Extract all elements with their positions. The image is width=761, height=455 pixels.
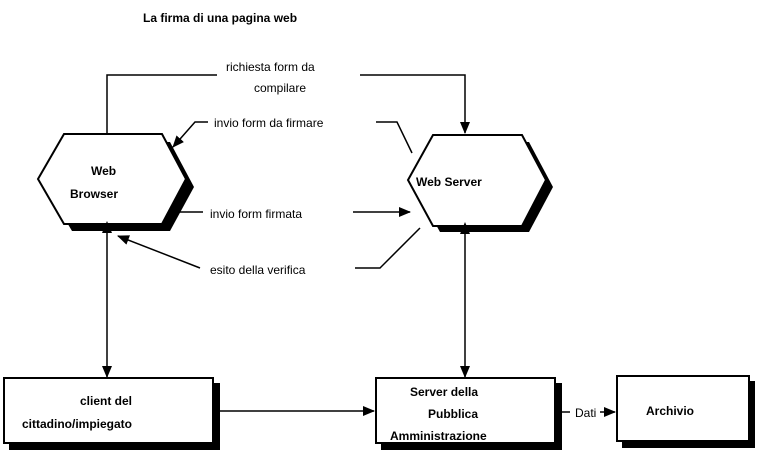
archivio-node: Archivio [616, 375, 755, 448]
edge-invio-form-firmare-label: invio form da firmare [214, 116, 324, 130]
web-server-node: Web Server [406, 134, 553, 232]
web-browser-label-line1: Web [91, 164, 116, 178]
edge-dati-label: Dati [575, 406, 596, 420]
edge-richiesta: richiesta form da compilare [106, 60, 470, 134]
pa-server-label-line1: Server della [410, 385, 478, 399]
edge-invio-form-firmata: invio form firmata [173, 207, 411, 221]
edge-invio-form-firmata-label: invio form firmata [210, 207, 302, 221]
web-browser-node: Web Browser [36, 133, 194, 231]
client-label-line2: cittadino/impiegato [22, 417, 132, 431]
edge-richiesta-label-line2: compilare [254, 81, 306, 95]
edge-richiesta-label-line1: richiesta form da [226, 60, 315, 74]
edge-esito-verifica-label: esito della verifica [210, 263, 306, 277]
edge-invio-form-firmare: invio form da firmare [172, 116, 413, 154]
edge-dati: Dati [562, 406, 616, 420]
client-label-line1: client del [80, 394, 132, 408]
archivio-label: Archivio [646, 404, 694, 418]
web-server-label: Web Server [416, 175, 482, 189]
edge-esito-verifica: esito della verifica [117, 227, 421, 277]
pa-server-node: Server della Pubblica Amministrazione [375, 377, 562, 450]
diagram-title: La firma di una pagina web [143, 11, 297, 25]
web-browser-label-line2: Browser [70, 187, 118, 201]
client-node: client del cittadino/impiegato [3, 377, 220, 450]
pa-server-label-line2: Pubblica [428, 407, 478, 421]
pa-server-label-line3: Amministrazione [390, 429, 487, 443]
